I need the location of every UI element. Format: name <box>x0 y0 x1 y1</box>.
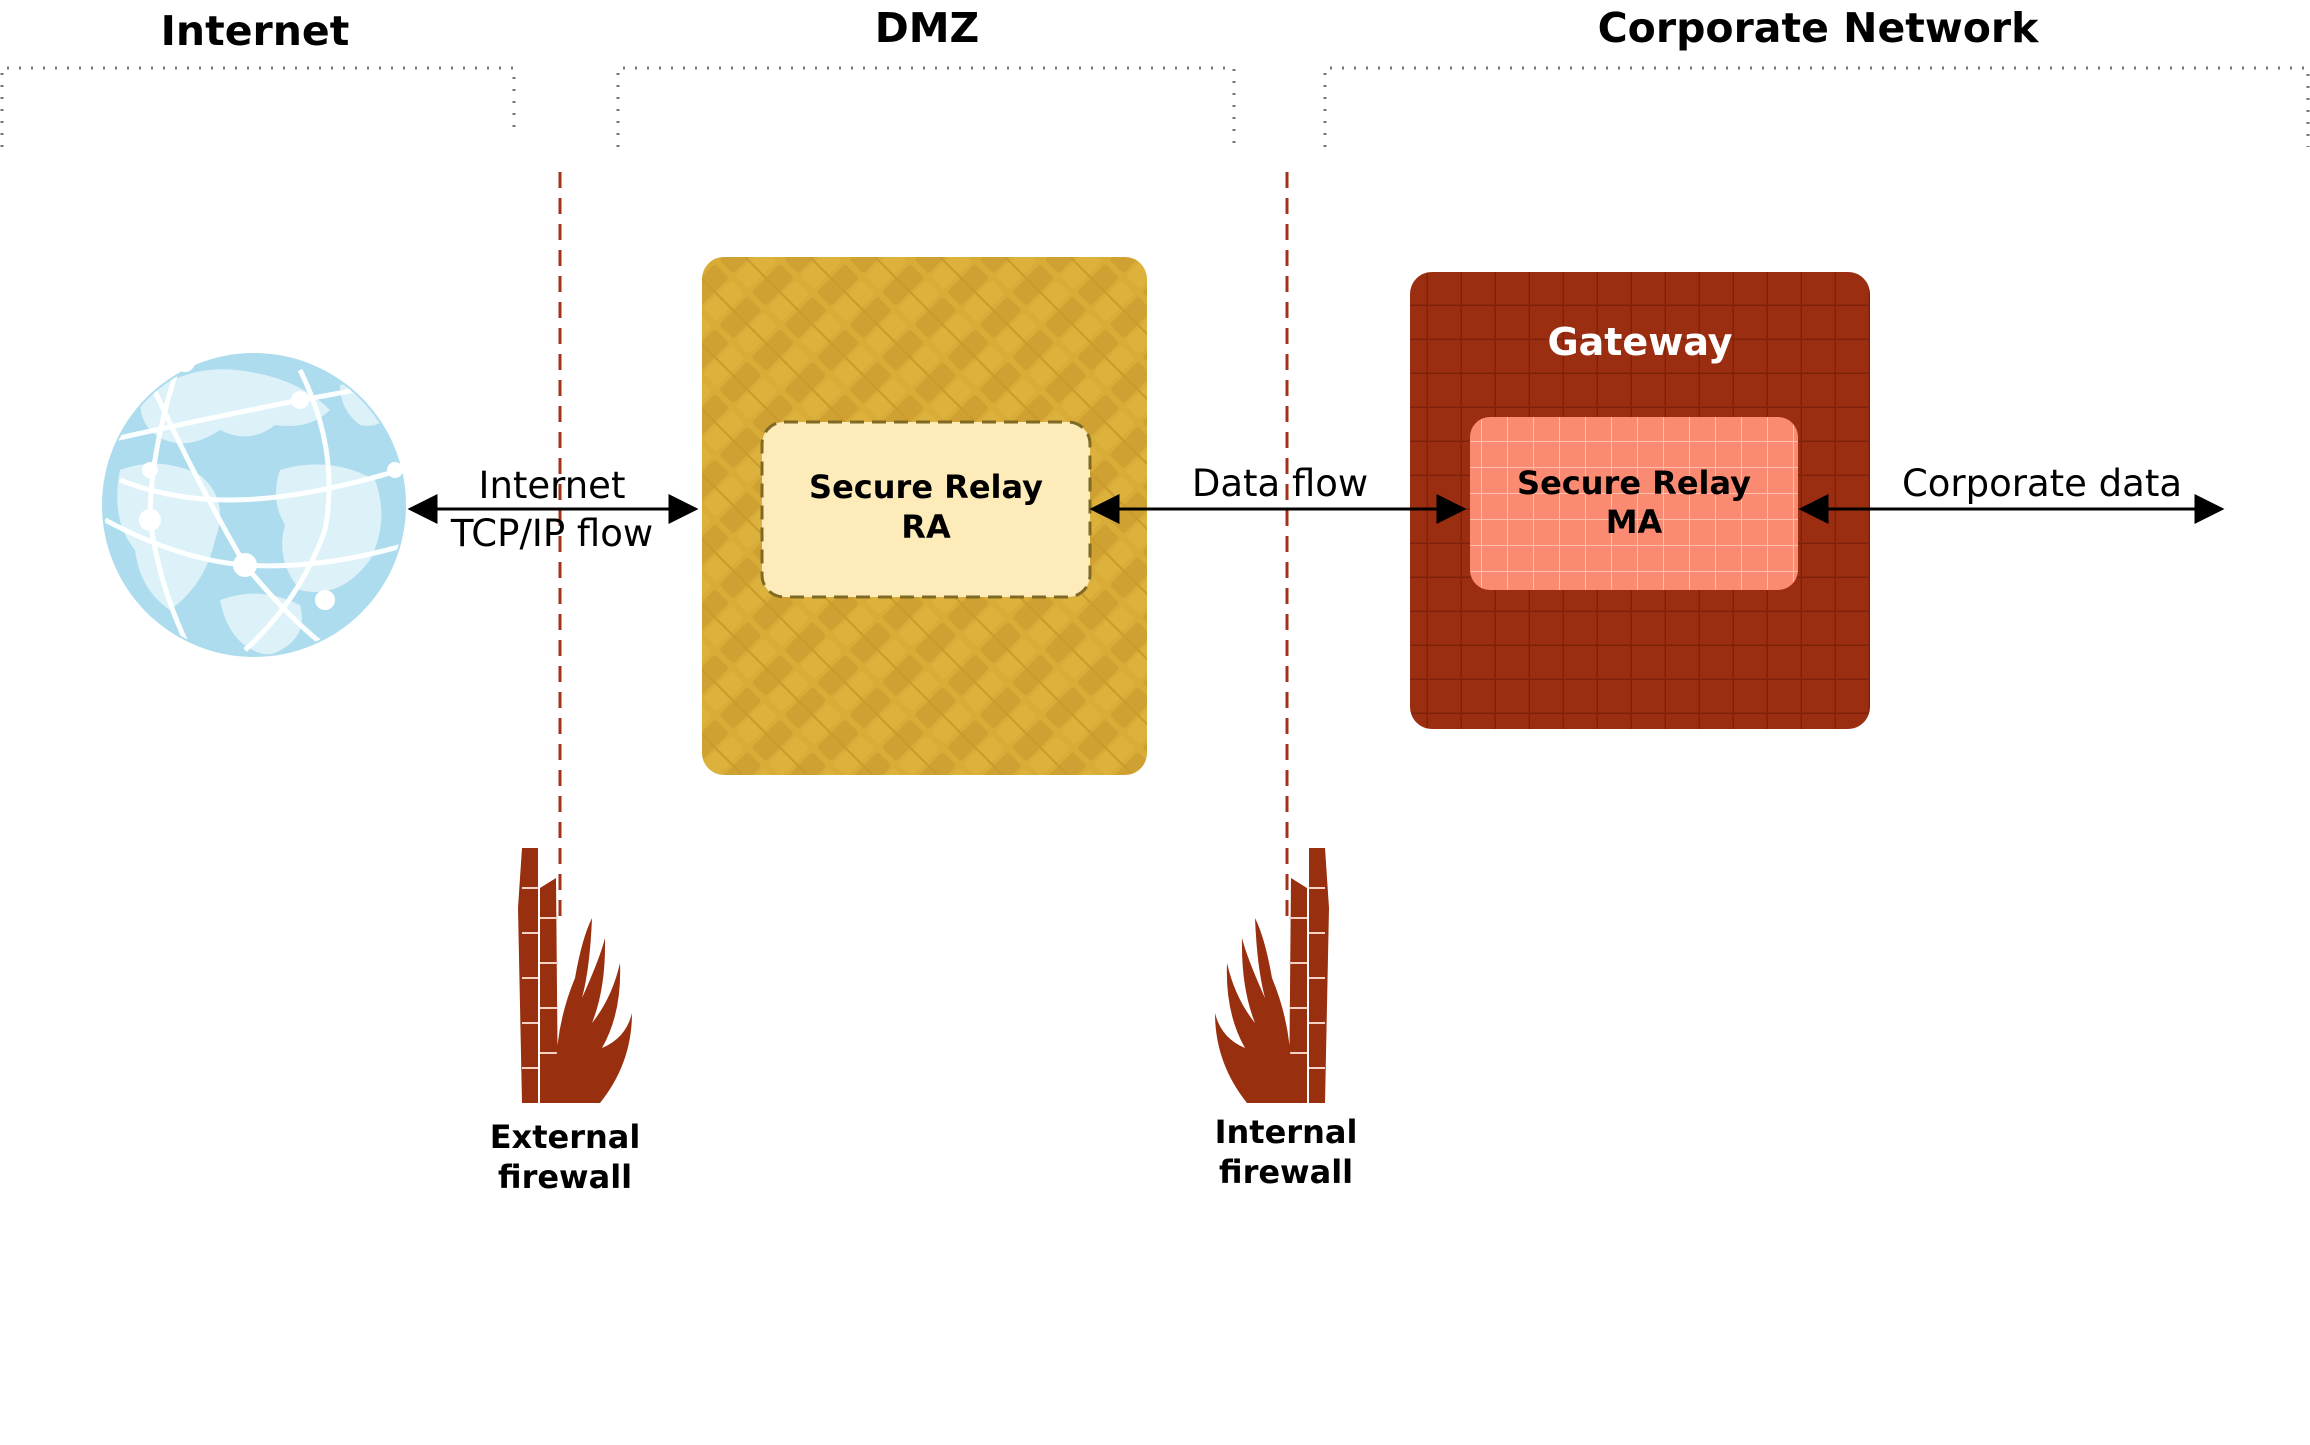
zone-title-dmz: DMZ <box>875 4 980 52</box>
external-firewall-label-2: firewall <box>498 1158 632 1196</box>
gateway-title: Gateway <box>1547 320 1732 364</box>
secure-relay-ma-label-1: Secure Relay <box>1517 464 1751 502</box>
internet-flow-label-1: Internet <box>479 464 626 507</box>
firewall-icon <box>1215 848 1329 1103</box>
secure-relay-ra-label-2: RA <box>901 508 951 546</box>
zone-title-internet: Internet <box>161 7 350 55</box>
secure-relay-ma-label-2: MA <box>1606 503 1663 541</box>
internal-firewall-label-2: firewall <box>1219 1153 1353 1191</box>
secure-relay-ma-box[interactable] <box>1470 417 1798 590</box>
secure-relay-ra-label-1: Secure Relay <box>809 468 1043 506</box>
firewall-icon <box>518 848 632 1103</box>
data-flow-label: Data flow <box>1192 462 1368 505</box>
zone-bracket-corporate <box>1323 66 2310 147</box>
corporate-data-label: Corporate data <box>1902 462 2182 505</box>
zone-title-corporate: Corporate Network <box>1598 4 2041 52</box>
globe-icon <box>102 352 406 657</box>
internet-flow-label-2: TCP/IP flow <box>450 512 653 555</box>
zone-bracket-dmz <box>616 66 1236 147</box>
internal-firewall-label-1: Internal <box>1215 1113 1358 1151</box>
zone-bracket-internet <box>0 66 516 147</box>
external-firewall-label-1: External <box>490 1118 641 1156</box>
